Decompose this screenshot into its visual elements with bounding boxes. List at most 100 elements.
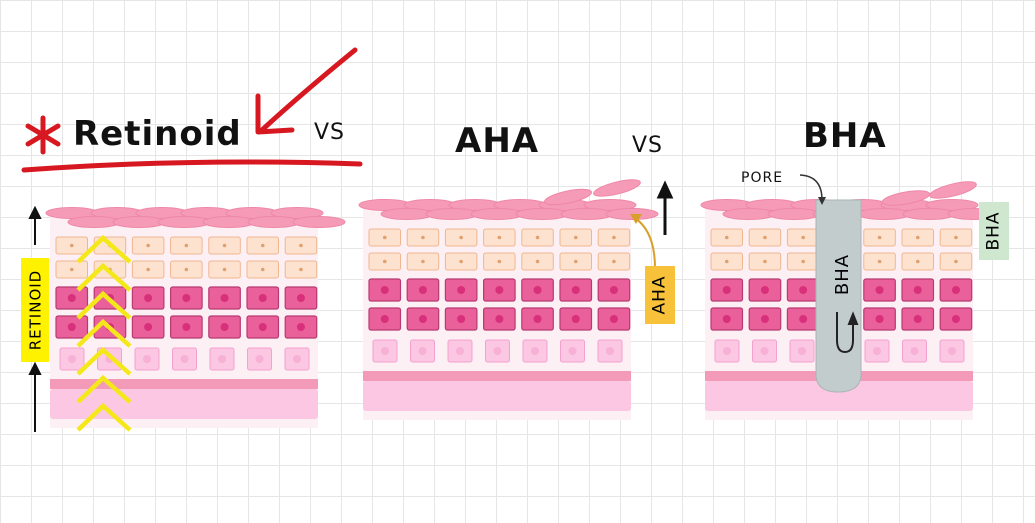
cell-nucleus bbox=[495, 286, 504, 294]
cell-nucleus bbox=[915, 259, 920, 264]
retinoid-chevron bbox=[76, 290, 132, 320]
cell-nucleus bbox=[296, 294, 305, 302]
cell-nucleus bbox=[222, 267, 227, 272]
retinoid-chevron bbox=[76, 318, 132, 348]
cell-nucleus bbox=[457, 315, 466, 323]
cell-nucleus bbox=[760, 286, 769, 294]
circular-arrow-icon bbox=[836, 311, 859, 354]
vs-label: VS bbox=[632, 133, 664, 158]
cell-nucleus bbox=[220, 323, 229, 331]
cell-nucleus bbox=[418, 347, 427, 355]
cell-nucleus bbox=[722, 315, 731, 323]
cell-nucleus bbox=[182, 323, 191, 331]
cell-nucleus bbox=[144, 294, 153, 302]
retinoid-underline bbox=[21, 159, 363, 173]
red-pointer-arrow-icon bbox=[255, 47, 358, 135]
cell-nucleus bbox=[495, 315, 504, 323]
cell-nucleus bbox=[535, 259, 540, 264]
cell-nucleus bbox=[723, 347, 731, 355]
cell-nucleus bbox=[609, 315, 618, 323]
cell-nucleus bbox=[951, 315, 960, 323]
bha-title: BHA bbox=[803, 116, 887, 156]
skin-base bbox=[705, 381, 973, 411]
cell-nucleus bbox=[722, 286, 731, 294]
bha-pore-tag: BHA bbox=[832, 253, 854, 295]
cell-nucleus bbox=[459, 259, 463, 264]
retinoid-skin-diagram bbox=[45, 207, 346, 432]
cell-nucleus bbox=[218, 355, 226, 363]
skin-base-line bbox=[363, 371, 631, 381]
cell-nucleus bbox=[533, 315, 542, 323]
skin-flake bbox=[925, 199, 979, 211]
cell-nucleus bbox=[380, 315, 389, 323]
cell-nucleus bbox=[571, 315, 580, 323]
cell-nucleus bbox=[606, 347, 614, 355]
skin-flake bbox=[767, 208, 821, 220]
cell-nucleus bbox=[877, 235, 882, 240]
cell-nucleus bbox=[497, 259, 502, 264]
cell-nucleus bbox=[612, 259, 616, 264]
cell-nucleus bbox=[573, 259, 578, 264]
cell-nucleus bbox=[951, 286, 960, 294]
cell-nucleus bbox=[799, 315, 808, 323]
retinoid-chevron bbox=[76, 262, 132, 292]
skin-flake bbox=[515, 208, 569, 220]
vs-label: VS bbox=[314, 120, 346, 145]
curved-arrow-icon bbox=[799, 174, 823, 201]
peeling-flake bbox=[881, 190, 931, 206]
aha-skin-diagram bbox=[358, 179, 659, 420]
skin-flake bbox=[292, 216, 346, 228]
skin-flake bbox=[380, 208, 434, 220]
skin-base-line bbox=[50, 379, 318, 389]
peeling-flake bbox=[929, 181, 977, 199]
cell-nucleus bbox=[910, 347, 919, 355]
cell-nucleus bbox=[760, 315, 769, 323]
cell-nucleus bbox=[724, 235, 729, 240]
cell-nucleus bbox=[67, 323, 76, 331]
cell-nucleus bbox=[421, 259, 425, 264]
cell-nucleus bbox=[954, 235, 958, 240]
cell-nucleus bbox=[418, 286, 427, 294]
skin-flake bbox=[112, 216, 166, 228]
cell-nucleus bbox=[299, 267, 303, 272]
cell-nucleus bbox=[612, 235, 616, 240]
cell-nucleus bbox=[146, 243, 150, 248]
arrow-up-icon bbox=[656, 180, 674, 235]
cell-nucleus bbox=[877, 259, 882, 264]
bha-side-tag: BHA bbox=[979, 202, 1009, 260]
peeling-flake bbox=[593, 179, 641, 197]
cell-nucleus bbox=[568, 347, 577, 355]
cell-nucleus bbox=[180, 355, 189, 363]
cell-nucleus bbox=[799, 286, 808, 294]
cell-nucleus bbox=[258, 294, 267, 302]
cell-nucleus bbox=[609, 286, 618, 294]
cell-nucleus bbox=[875, 315, 884, 323]
skin-flake bbox=[157, 216, 211, 228]
cell-nucleus bbox=[801, 259, 805, 264]
aha-title: AHA bbox=[455, 121, 540, 161]
skin-flake bbox=[470, 208, 524, 220]
cell-nucleus bbox=[143, 355, 151, 363]
cell-nucleus bbox=[421, 235, 425, 240]
skin-flake bbox=[247, 216, 301, 228]
cell-nucleus bbox=[913, 315, 922, 323]
cell-nucleus bbox=[533, 286, 542, 294]
skin-flake bbox=[583, 199, 637, 211]
aha-tag: AHA bbox=[645, 266, 675, 324]
cell-nucleus bbox=[68, 355, 76, 363]
skin-flake bbox=[202, 216, 256, 228]
cell-nucleus bbox=[380, 286, 389, 294]
cell-nucleus bbox=[875, 286, 884, 294]
cell-nucleus bbox=[913, 286, 922, 294]
cell-nucleus bbox=[915, 235, 920, 240]
cell-nucleus bbox=[222, 243, 227, 248]
cell-nucleus bbox=[535, 235, 540, 240]
skin-flake bbox=[270, 207, 324, 219]
pore bbox=[815, 199, 862, 393]
skin-base bbox=[363, 381, 631, 411]
cell-nucleus bbox=[763, 259, 767, 264]
curved-arrow-icon bbox=[634, 217, 656, 269]
cell-nucleus bbox=[69, 267, 74, 272]
retinoid-tag: RETINOID bbox=[21, 258, 49, 362]
